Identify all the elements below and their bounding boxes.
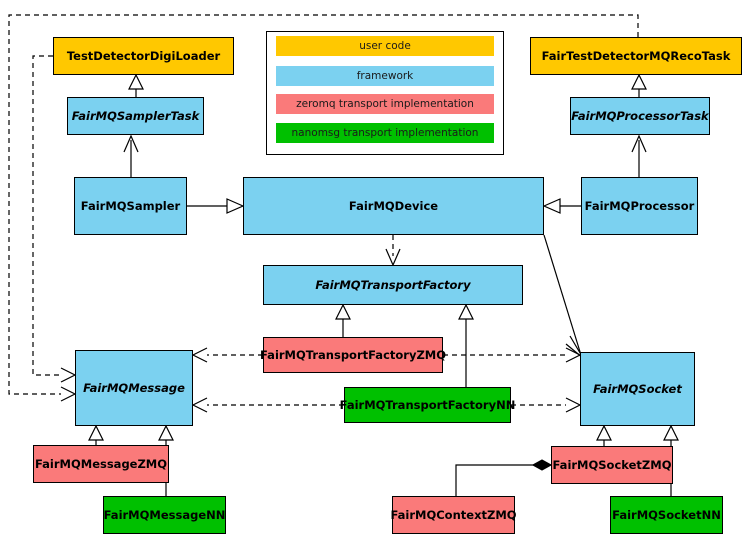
edge-sampler-to-samplertask — [123, 134, 139, 177]
class-node-fairmqsocketzmq[interactable]: FairMQSocketZMQ — [551, 446, 673, 484]
legend-label-zeromq: zeromq transport implementation — [296, 98, 474, 110]
class-label: FairMQTransportFactoryNN — [339, 397, 516, 412]
class-label: FairMQSampler — [80, 198, 181, 213]
class-node-fairmqmessage[interactable]: FairMQMessage — [75, 350, 193, 426]
class-node-fairmqtransportfactory[interactable]: FairMQTransportFactory — [263, 265, 523, 305]
edge-transportfactorynn-to-transportfactory — [458, 303, 474, 387]
class-label: FairMQSocketNN — [612, 507, 721, 522]
class-node-fairmqtransportfactoryzmq[interactable]: FairMQTransportFactoryZMQ — [260, 337, 447, 373]
edge-device-to-socket — [543, 234, 584, 359]
edge-processor-to-processortask — [631, 134, 647, 177]
class-node-testdetectordigiloader[interactable]: TestDetectorDigiLoader — [53, 37, 234, 75]
class-label: FairMQSocket — [593, 381, 682, 396]
class-label: FairMQMessageZMQ — [34, 456, 168, 471]
class-label: FairMQTransportFactoryZMQ — [260, 347, 447, 362]
legend-row-user-code: user code — [276, 36, 494, 56]
class-label: FairMQSamplerTask — [71, 108, 200, 123]
legend-label-user-code: user code — [359, 40, 411, 52]
class-node-fairmqdevice[interactable]: FairMQDevice — [243, 177, 544, 235]
edge-processortask-to-recotask — [631, 73, 647, 97]
edge-transportfactoryzmq-to-transportfactory — [335, 303, 351, 337]
class-node-fairmqcontextzmq[interactable]: FairMQContextZMQ — [390, 496, 517, 534]
class-node-fairmqmessagezmq[interactable]: FairMQMessageZMQ — [33, 445, 169, 483]
class-label: FairTestDetectorMQRecoTask — [541, 48, 731, 63]
legend-row-nanomsg: nanomsg transport implementation — [276, 123, 494, 143]
class-node-fairmqprocessor[interactable]: FairMQProcessor — [581, 177, 698, 235]
edge-socketzmq-to-socket — [596, 424, 612, 446]
edge-transportfactorynn-to-socket — [511, 397, 582, 413]
edge-transportfactorynn-to-message — [191, 397, 344, 413]
class-label: FairMQTransportFactory — [315, 277, 471, 292]
class-label: FairMQContextZMQ — [390, 507, 517, 522]
legend-row-zeromq: zeromq transport implementation — [276, 94, 494, 114]
edge-device-to-transportfactory — [385, 235, 401, 267]
class-node-fairmqsamplertask[interactable]: FairMQSamplerTask — [67, 97, 204, 135]
edge-socketzmq-to-contextzmq — [455, 459, 553, 496]
class-label: FairMQMessageNN — [103, 507, 226, 522]
class-label: FairMQProcessor — [584, 198, 695, 213]
class-label: FairMQDevice — [348, 198, 439, 213]
class-label: FairMQProcessorTask — [571, 108, 709, 123]
class-label: TestDetectorDigiLoader — [66, 48, 221, 63]
class-node-fairmqsocket[interactable]: FairMQSocket — [580, 352, 695, 426]
legend-label-nanomsg: nanomsg transport implementation — [291, 127, 479, 139]
class-node-fairmqmessagenn[interactable]: FairMQMessageNN — [103, 496, 226, 534]
class-label: FairMQSocketZMQ — [552, 457, 672, 472]
class-node-fairmqsocketnn[interactable]: FairMQSocketNN — [610, 496, 723, 534]
edge-sampler-to-device — [187, 198, 245, 214]
class-node-fairtestdetectormqrecotask[interactable]: FairTestDetectorMQRecoTask — [530, 37, 742, 75]
edge-processor-to-device — [542, 198, 581, 214]
edge-transportfactoryzmq-to-message — [191, 347, 263, 363]
edge-samplertask-to-digiloader — [128, 73, 144, 97]
legend-label-framework: framework — [356, 70, 414, 82]
class-node-fairmqsampler[interactable]: FairMQSampler — [74, 177, 187, 235]
class-node-fairmqprocessortask[interactable]: FairMQProcessorTask — [570, 97, 710, 135]
edge-messagezmq-to-message — [88, 424, 104, 445]
legend-row-framework: framework — [276, 66, 494, 86]
edge-transportfactoryzmq-to-socket — [443, 347, 582, 363]
class-node-fairmqtransportfactorynn[interactable]: FairMQTransportFactoryNN — [340, 387, 515, 423]
class-label: FairMQMessage — [83, 380, 185, 395]
